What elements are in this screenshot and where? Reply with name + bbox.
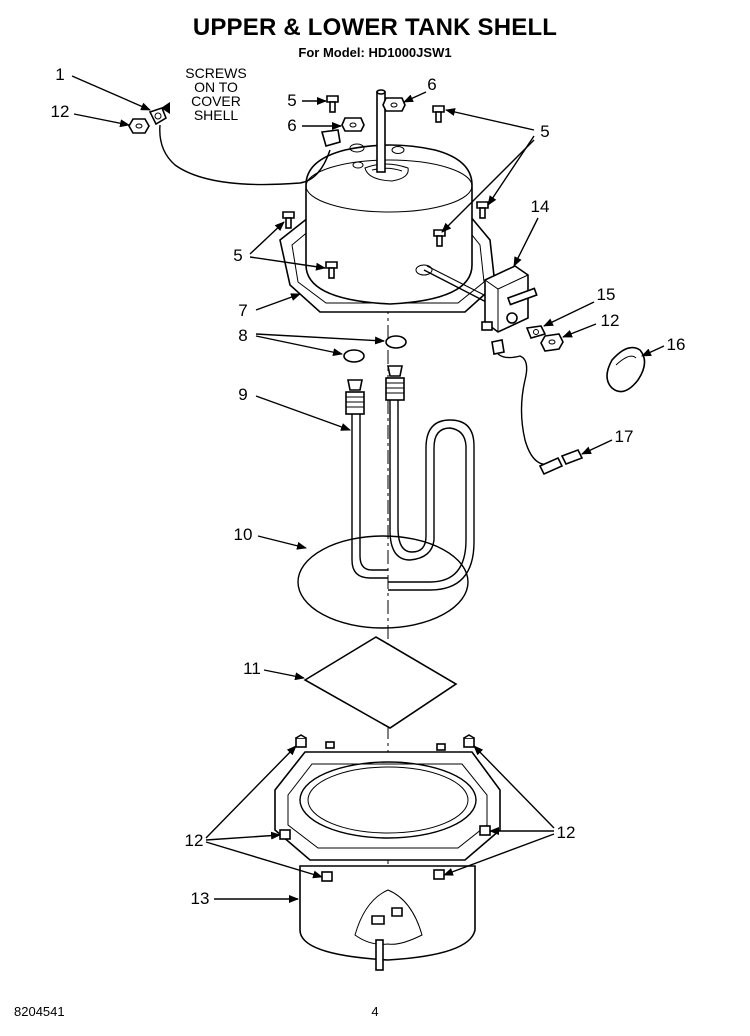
thermostat-assembly (423, 265, 584, 476)
screw-5-body-left (325, 261, 338, 279)
note-line-4: SHELL (194, 107, 239, 123)
insulation-pad (303, 636, 458, 729)
callout-10: 10 (234, 525, 253, 544)
note-line-3: COVER (191, 93, 241, 109)
screw-5-right-top (432, 105, 445, 123)
callout-17: 17 (615, 427, 634, 446)
callout-14: 14 (531, 197, 550, 216)
callout-11: 11 (243, 659, 261, 678)
o-ring-right (385, 335, 407, 349)
page-title: UPPER & LOWER TANK SHELL (192, 14, 558, 41)
document-number: 8204541 (14, 1004, 65, 1019)
nut-12-thermostat (540, 333, 564, 352)
callout-8: 8 (238, 326, 247, 345)
nut-6-mid (341, 117, 365, 132)
screw-5-top (326, 95, 339, 113)
model-subtitle: For Model: HD1000JSW1 (298, 45, 452, 60)
callout-12-lower-right: 12 (557, 823, 576, 842)
screw-5-flange-right (476, 201, 489, 219)
gasket-ring (297, 535, 469, 629)
callout-5-left: 5 (233, 246, 242, 265)
note-line-2: ON TO (194, 79, 238, 95)
washer-15 (525, 325, 547, 339)
callout-13: 13 (191, 889, 210, 908)
callout-6-top: 6 (427, 75, 436, 94)
upper-tank-shell (279, 143, 496, 313)
note-line-1: SCREWS (185, 65, 246, 81)
lower-tank-shell (274, 734, 501, 971)
callout-5-right: 5 (540, 122, 549, 141)
nut-6-top (382, 97, 406, 112)
callout-15: 15 (597, 285, 616, 304)
callout-5-top: 5 (287, 91, 296, 110)
callout-7: 7 (238, 301, 247, 320)
knob-16 (606, 346, 646, 393)
o-ring-left (343, 349, 365, 363)
callout-12-lower-left: 12 (185, 831, 204, 850)
heating-element (345, 365, 475, 591)
callout-12-top: 12 (51, 102, 70, 121)
screw-5-flange-left (282, 211, 295, 229)
callout-9: 9 (238, 385, 247, 404)
callout-1: 1 (55, 65, 64, 84)
ground-wire (128, 107, 341, 186)
page-number: 4 (371, 1004, 379, 1019)
callout-6-mid: 6 (287, 116, 296, 135)
callout-12-thermostat: 12 (601, 311, 620, 330)
callout-16: 16 (667, 335, 686, 354)
